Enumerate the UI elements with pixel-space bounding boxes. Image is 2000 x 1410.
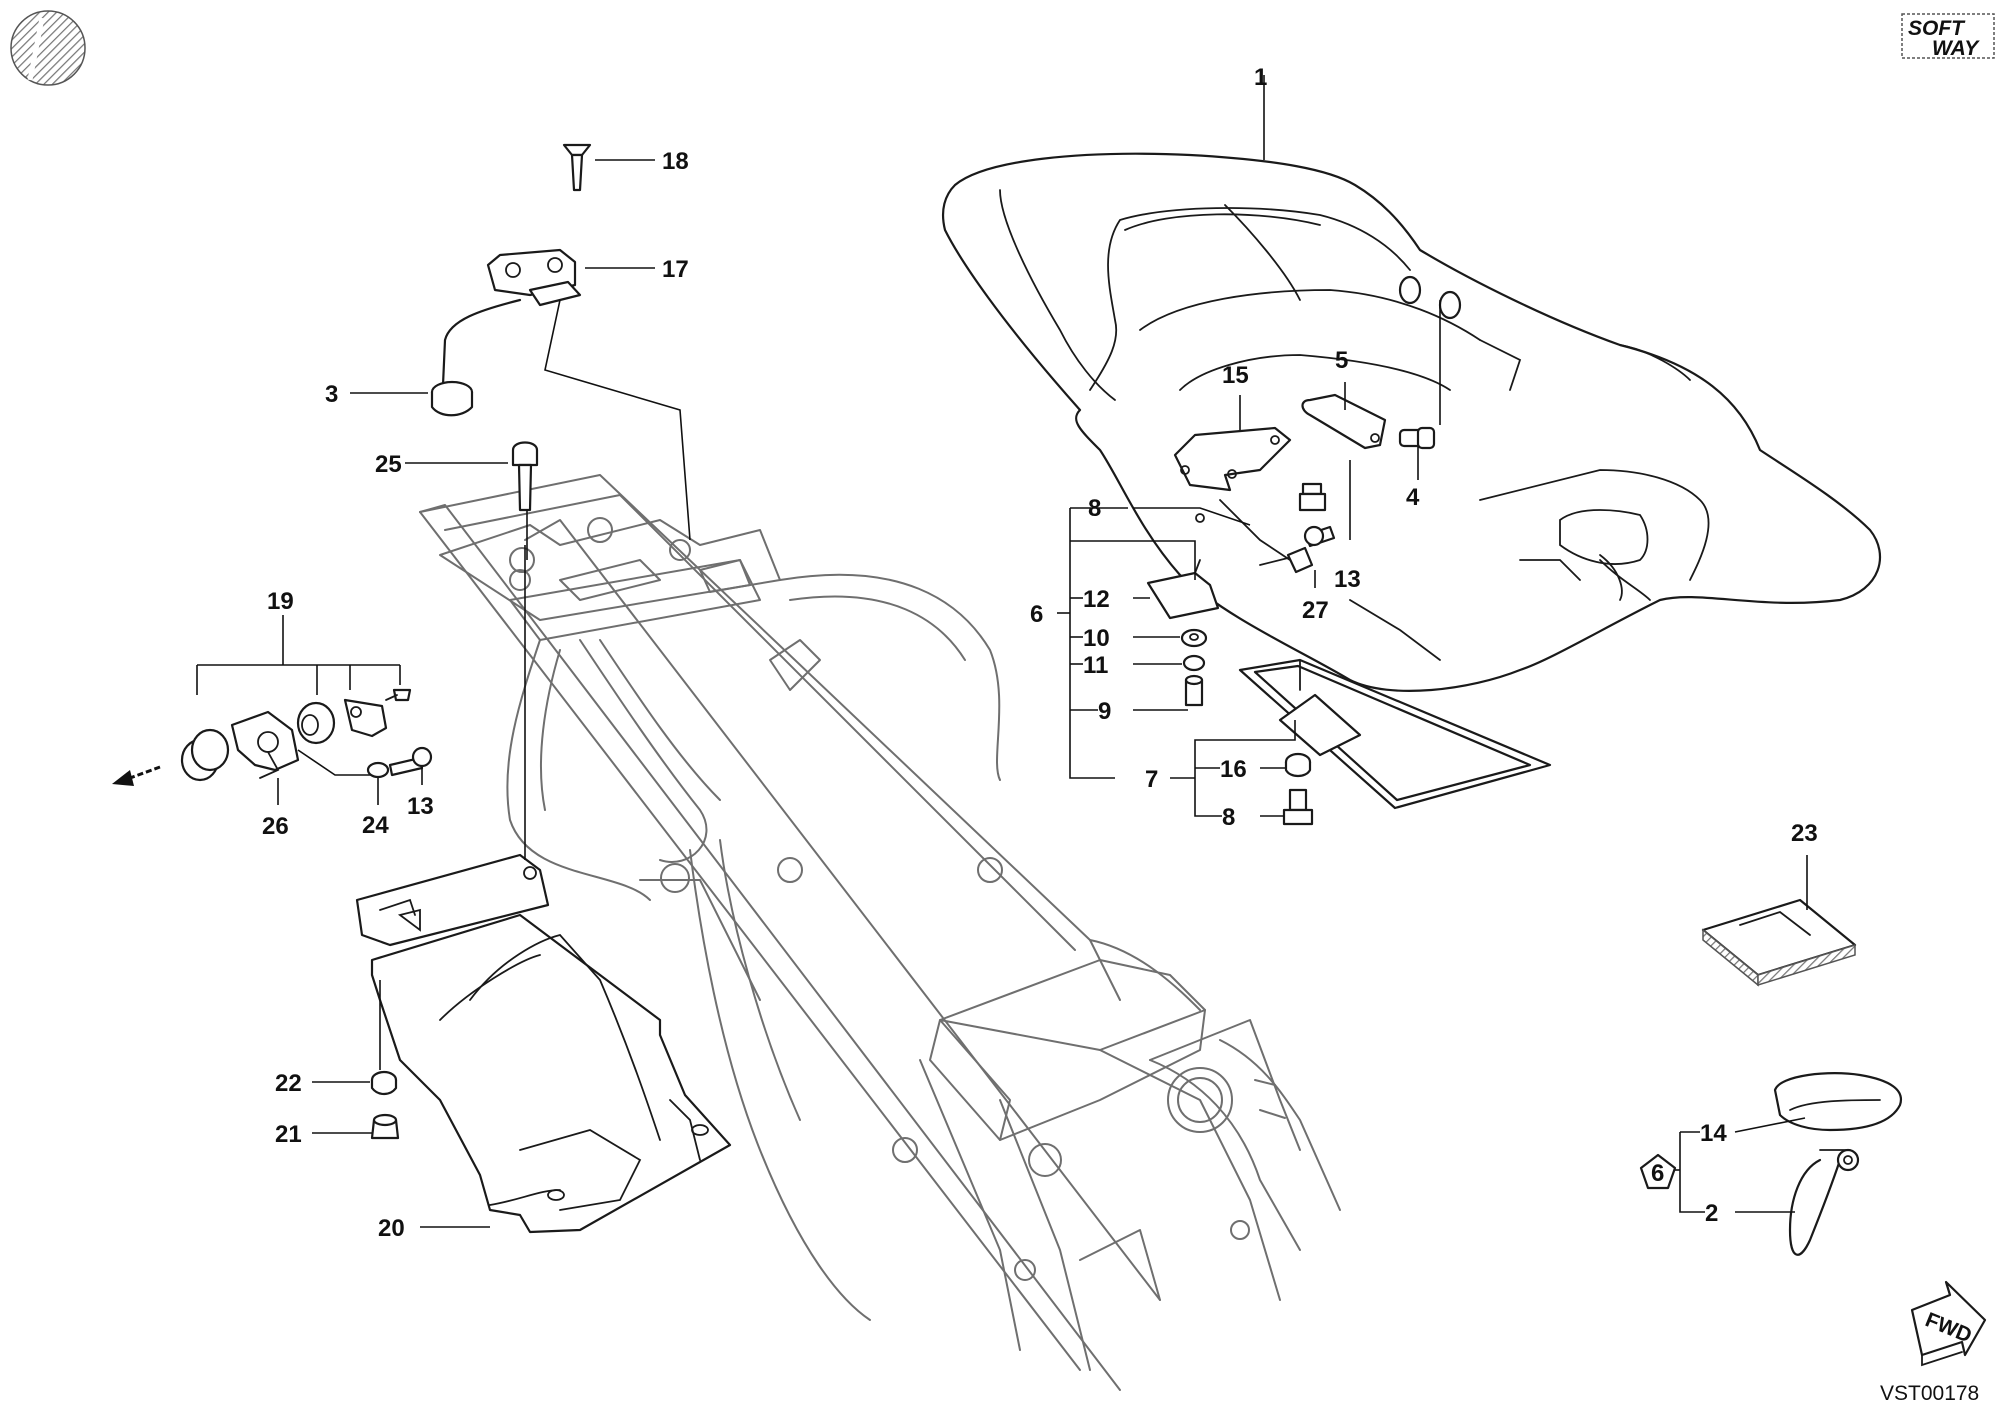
callout-15: 15 — [1222, 362, 1249, 389]
bolt-9 — [1184, 674, 1204, 707]
nut-21 — [370, 1113, 400, 1140]
callout-17: 17 — [662, 256, 689, 283]
callout-21: 21 — [275, 1121, 302, 1148]
frame-chassis — [419, 474, 1341, 1391]
callout-13-seat: 13 — [1334, 566, 1361, 593]
screw-small — [385, 688, 412, 702]
callout-10: 10 — [1083, 625, 1110, 652]
grommet-cap — [180, 728, 230, 782]
callout-8-upper: 8 — [1088, 495, 1101, 522]
lock-26 — [230, 710, 300, 779]
washer-11 — [1182, 654, 1206, 672]
callout-2: 2 — [1705, 1200, 1718, 1227]
direction-arrow-icon — [112, 765, 161, 786]
callout-18: 18 — [662, 148, 689, 175]
clip-27 — [1259, 546, 1314, 574]
washer-22 — [370, 1070, 398, 1096]
callout-3: 3 — [325, 381, 338, 408]
rubber-3 — [430, 380, 474, 417]
callout-11: 11 — [1083, 652, 1108, 679]
bolt-13-lock — [388, 746, 433, 777]
callout-25: 25 — [375, 451, 402, 478]
washer-10 — [1180, 628, 1208, 648]
bracket-5 — [1301, 393, 1387, 450]
callout-13-lock: 13 — [407, 793, 434, 820]
callout-23: 23 — [1791, 820, 1818, 847]
stud-4 — [1398, 426, 1436, 450]
washer-16 — [1284, 752, 1312, 778]
brand-line1: SOFT — [1908, 17, 1966, 40]
seat-assembly — [941, 152, 1882, 692]
bolt-8-upper — [1298, 482, 1327, 512]
callout-6: 6 — [1030, 601, 1043, 628]
drawing-code: VST00178 — [1880, 1382, 1979, 1405]
callout-27: 27 — [1302, 597, 1329, 624]
callout-9: 9 — [1098, 698, 1111, 725]
callout-16: 16 — [1220, 756, 1247, 783]
callout-19: 19 — [267, 588, 294, 615]
bolt-8-lower — [1282, 788, 1314, 826]
callout-22: 22 — [275, 1070, 302, 1097]
fwd-arrow-icon: FWD — [1910, 1280, 1987, 1367]
corner-logo-icon — [10, 10, 86, 86]
clip-plate — [343, 698, 388, 738]
callout-12: 12 — [1083, 586, 1110, 613]
callout-14: 14 — [1700, 1120, 1727, 1147]
manual-23 — [1701, 898, 1857, 987]
bolt-25 — [511, 441, 539, 512]
seat-pan-7 — [1238, 658, 1552, 810]
bolt-13-seat — [1303, 525, 1336, 548]
callout-20: 20 — [378, 1215, 405, 1242]
kit-symbol-icon: 6 — [1639, 1153, 1677, 1190]
callout-8-lower: 8 — [1222, 804, 1235, 831]
callout-7: 7 — [1145, 766, 1158, 793]
callout-5: 5 — [1335, 347, 1348, 374]
cable-2 — [1788, 1148, 1860, 1256]
washer-24 — [366, 761, 390, 779]
callout-4: 4 — [1406, 484, 1420, 511]
pad-14 — [1773, 1072, 1903, 1132]
brand-line2: WAY — [1932, 37, 1980, 60]
nut-ring — [296, 701, 336, 745]
cover-12 — [1146, 559, 1220, 620]
mudguard-20 — [355, 853, 732, 1234]
bolt-18 — [562, 143, 592, 192]
bracket-15 — [1173, 426, 1292, 492]
callout-24: 24 — [362, 812, 389, 839]
brand-logo: SOFT WAY — [1901, 13, 1995, 60]
callout-26: 26 — [262, 813, 289, 840]
callout-1: 1 — [1254, 64, 1267, 91]
kit-symbol-label: 6 — [1651, 1160, 1664, 1187]
latch-17 — [441, 248, 582, 387]
